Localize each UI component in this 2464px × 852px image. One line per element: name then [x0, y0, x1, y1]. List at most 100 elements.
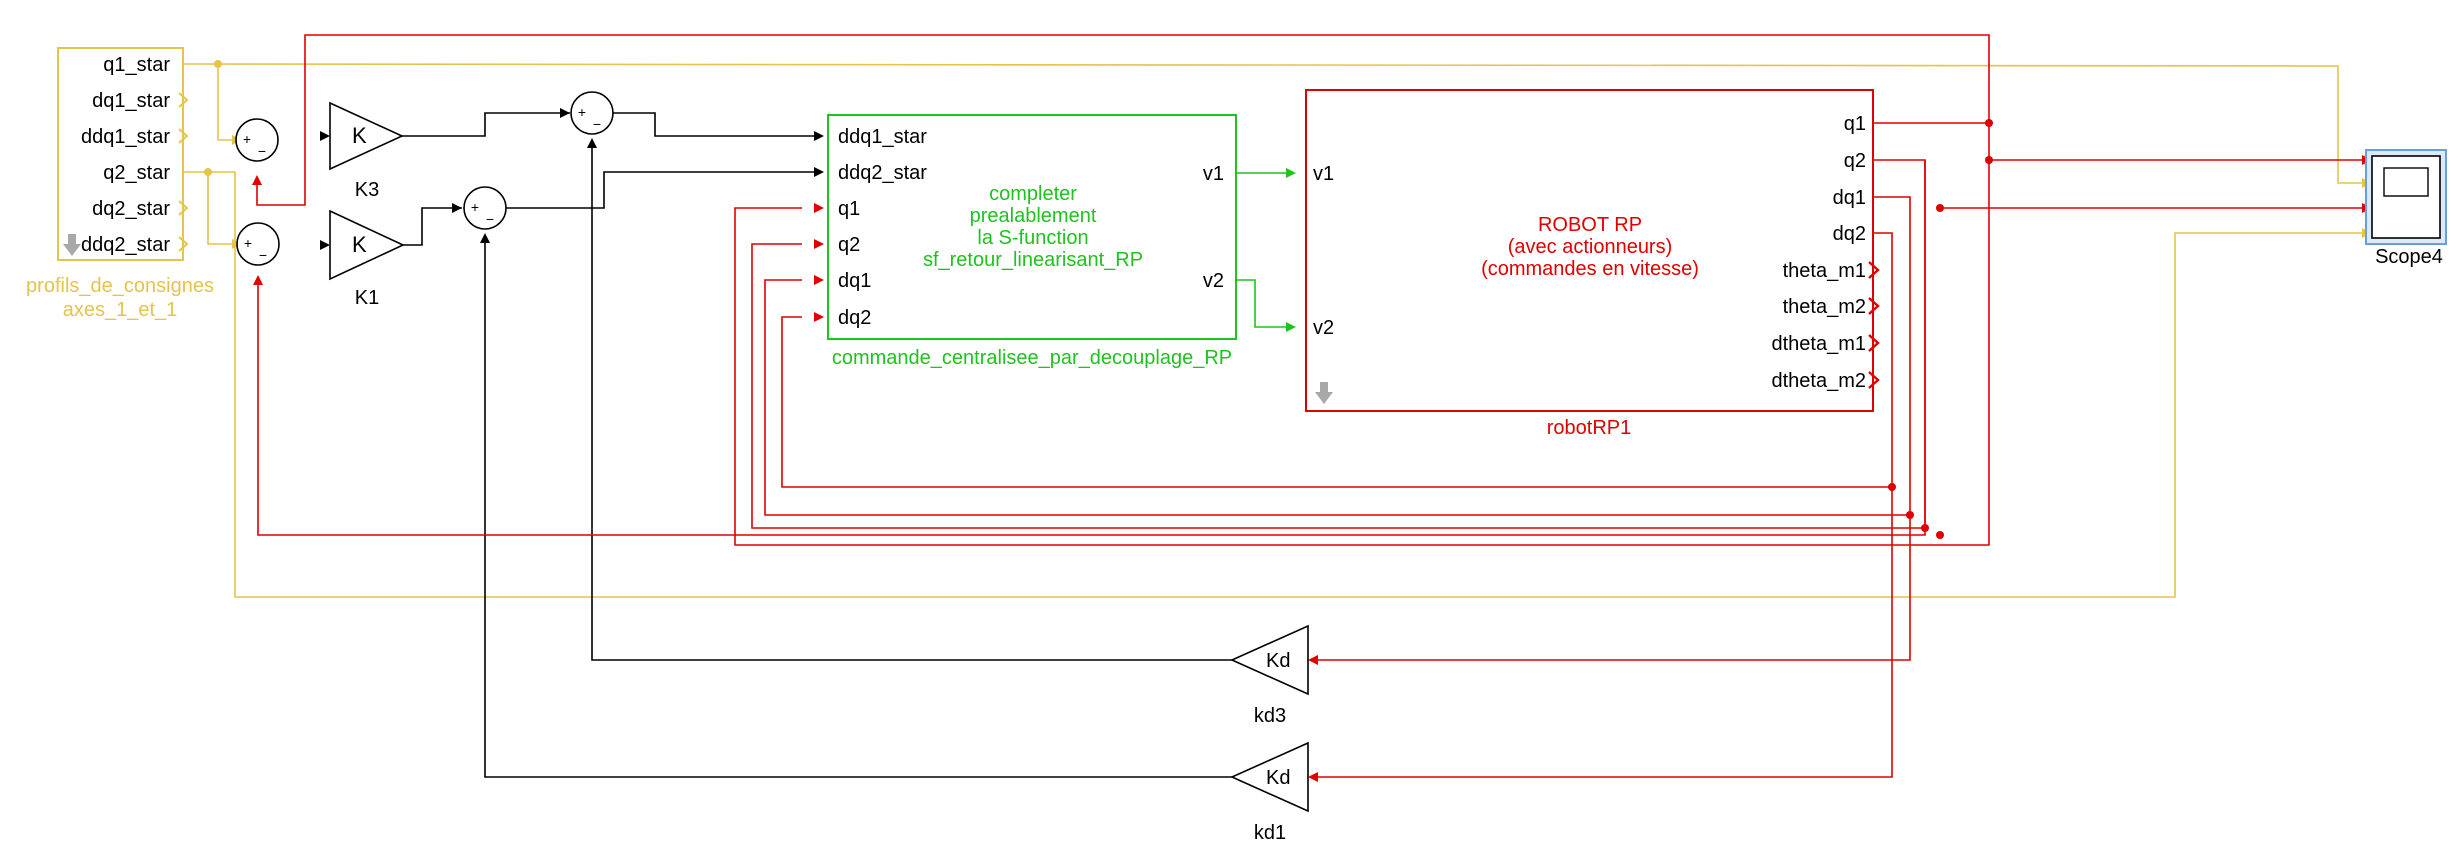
- wire-kd3-to-sum3[interactable]: [591, 148, 1232, 661]
- outport-chevron-icon: [178, 200, 189, 216]
- gain-triangle[interactable]: [329, 101, 404, 171]
- gain-triangle[interactable]: [1230, 624, 1309, 696]
- outport-chevron-icon: [1868, 261, 1880, 279]
- arrowhead: [253, 275, 263, 285]
- junction-dot: [1921, 524, 1929, 532]
- robot-block[interactable]: v1 v2 q1 q2 dq1 dq2 theta_m1 theta_m2 dt…: [1305, 89, 1880, 439]
- profils-block[interactable]: q1_star dq1_star ddq1_star q2_star dq2_s…: [26, 47, 214, 321]
- gain-symbol: K: [352, 123, 367, 148]
- wire-q1-to-commande[interactable]: [734, 123, 1990, 546]
- sum-block-2[interactable]: + −: [236, 222, 280, 266]
- arrowhead: [814, 239, 824, 249]
- wire-q2-to-scope[interactable]: [257, 159, 1926, 536]
- sum-plus-sign: +: [243, 131, 251, 147]
- gain-name: kd1: [1254, 822, 1286, 844]
- commande-block-name: commande_centralisee_par_decouplage_RP: [832, 347, 1232, 369]
- wire-sum4-to-ddq2[interactable]: [504, 171, 816, 209]
- port-label-theta-m1: theta_m1: [1783, 260, 1866, 282]
- wire-dq2-to-kd1[interactable]: [1315, 232, 1893, 778]
- port-label-dq1: dq1: [1833, 187, 1866, 209]
- gain-symbol: Kd: [1266, 767, 1290, 789]
- sum-block-4[interactable]: + −: [463, 186, 507, 230]
- sum-circle[interactable]: [570, 91, 614, 135]
- mask-arrow-icon: [1315, 382, 1333, 404]
- port-label-q2: q2: [838, 234, 860, 256]
- arrowhead: [320, 131, 330, 141]
- arrowhead: [1308, 655, 1318, 665]
- robot-text-line3: (commandes en vitesse): [1481, 258, 1699, 280]
- gain-triangle[interactable]: [329, 209, 405, 281]
- wire-q1-star-to-scope[interactable]: [182, 63, 2362, 184]
- commande-text-line4: sf_retour_linearisant_RP: [923, 249, 1143, 271]
- port-label-dq2: dq2: [838, 307, 871, 329]
- profils-block-frame[interactable]: [57, 47, 184, 261]
- robot-block-name: robotRP1: [1547, 417, 1632, 439]
- scope-block[interactable]: Scope4: [2365, 149, 2447, 268]
- sum-circle[interactable]: [235, 118, 279, 162]
- sum-minus-sign: −: [486, 211, 494, 227]
- port-label-ddq1-star: ddq1_star: [838, 126, 927, 148]
- robot-block-frame[interactable]: [1305, 89, 1874, 412]
- outport-chevron-icon: [178, 236, 189, 252]
- junction-dot: [1936, 204, 1944, 212]
- arrowhead: [814, 203, 824, 213]
- gain-block-k1[interactable]: K K1: [329, 209, 405, 309]
- sum-block-3[interactable]: + −: [570, 91, 614, 135]
- wire-v2[interactable]: [1236, 279, 1288, 328]
- port-label-dtheta-m2: dtheta_m2: [1771, 370, 1866, 392]
- gain-block-kd3[interactable]: Kd kd3: [1230, 624, 1309, 727]
- junction-dot: [204, 168, 212, 176]
- port-label-dq1-star: dq1_star: [92, 90, 170, 112]
- commande-block[interactable]: ddq1_star ddq2_star q1 q2 dq1 dq2 v1 v2 …: [827, 114, 1237, 369]
- outport-chevron-icon: [1868, 297, 1880, 315]
- gain-triangle[interactable]: [1230, 741, 1309, 813]
- wire-dq1-to-commande[interactable]: [764, 279, 1910, 516]
- arrowhead: [252, 175, 262, 185]
- sum-minus-sign: −: [593, 116, 601, 132]
- gain-name: kd3: [1254, 705, 1286, 727]
- outport-chevron-icon: [178, 128, 189, 144]
- port-label-ddq2-star: ddq2_star: [838, 162, 927, 184]
- sum-circle[interactable]: [463, 186, 507, 230]
- wire-q2-star-to-scope[interactable]: [208, 171, 2362, 598]
- wire-q2-star-to-sum2[interactable]: [183, 171, 232, 245]
- sum-plus-sign: +: [471, 199, 479, 215]
- junction-dot: [1985, 119, 1993, 127]
- wire-kd1-to-sum4[interactable]: [484, 243, 1232, 778]
- scope-block-name: Scope4: [2375, 246, 2443, 268]
- sum-plus-sign: +: [244, 235, 252, 251]
- gain-block-kd1[interactable]: Kd kd1: [1230, 741, 1309, 844]
- port-label-dtheta-m1: dtheta_m1: [1771, 333, 1866, 355]
- junction-dots: [204, 60, 1993, 539]
- wire-q2-to-commande[interactable]: [751, 160, 1926, 529]
- wire-sum3-to-ddq1[interactable]: [612, 112, 816, 137]
- port-label-q2-star: q2_star: [103, 162, 170, 184]
- port-label-v2: v2: [1203, 270, 1224, 292]
- arrowhead: [814, 275, 824, 285]
- gain-name: K3: [355, 179, 379, 201]
- port-label-dq2-star: dq2_star: [92, 198, 170, 220]
- arrowhead: [814, 131, 824, 141]
- wire-q1-star-to-sum1[interactable]: [217, 64, 232, 141]
- scope-screen-icon: [2383, 167, 2429, 197]
- junction-dot: [1936, 531, 1944, 539]
- sum-circle[interactable]: [236, 222, 280, 266]
- mask-arrow-icon: [63, 234, 81, 256]
- port-label-q1: q1: [838, 198, 860, 220]
- wire-k1-to-sum4[interactable]: [403, 207, 462, 246]
- arrowhead: [814, 312, 824, 322]
- wire-k3-to-sum3[interactable]: [402, 112, 570, 137]
- sum-minus-sign: −: [258, 143, 266, 159]
- port-label-v1: v1: [1313, 163, 1334, 185]
- wire-dq1-to-kd3[interactable]: [1315, 196, 1911, 661]
- sum-plus-sign: +: [578, 104, 586, 120]
- commande-block-frame[interactable]: [827, 114, 1237, 340]
- gain-block-k3[interactable]: K K3: [329, 101, 404, 201]
- port-label-theta-m2: theta_m2: [1783, 296, 1866, 318]
- port-label-v1: v1: [1203, 163, 1224, 185]
- junction-dot: [1985, 156, 1993, 164]
- gain-symbol: Kd: [1266, 650, 1290, 672]
- port-label-ddq2-star: ddq2_star: [81, 234, 170, 256]
- wire-dq2-to-commande[interactable]: [781, 316, 1892, 488]
- sum-block-1[interactable]: + −: [235, 118, 279, 162]
